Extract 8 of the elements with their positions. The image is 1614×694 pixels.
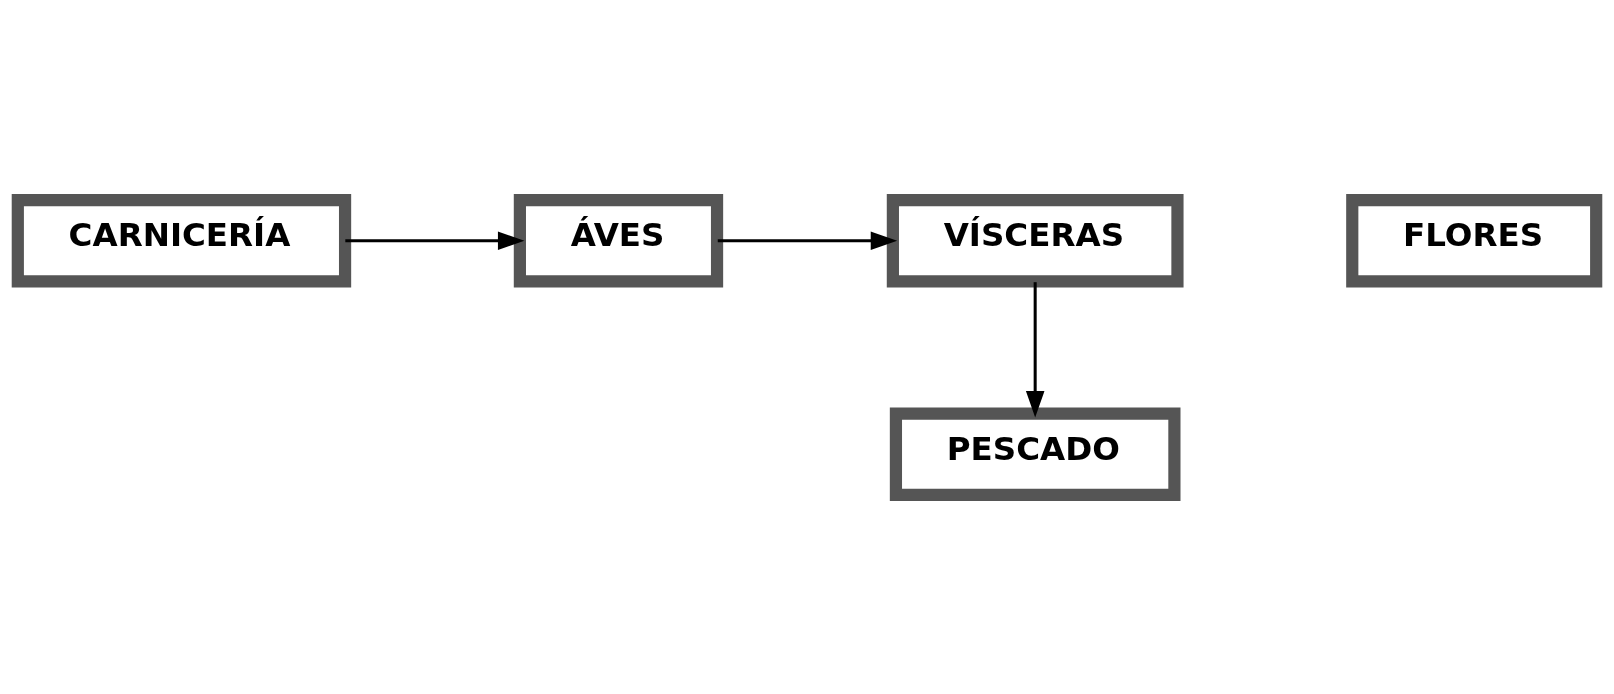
arrow [1025,281,1045,418]
node-box: PESCADO [889,406,1181,501]
node-box: VÍSCERAS [886,193,1184,288]
node-box: FLORES [1346,193,1603,288]
node-box: CARNICERÍA [11,193,352,288]
arrow [717,231,898,250]
arrow [345,231,525,250]
node-box: ÁVES [513,193,724,288]
